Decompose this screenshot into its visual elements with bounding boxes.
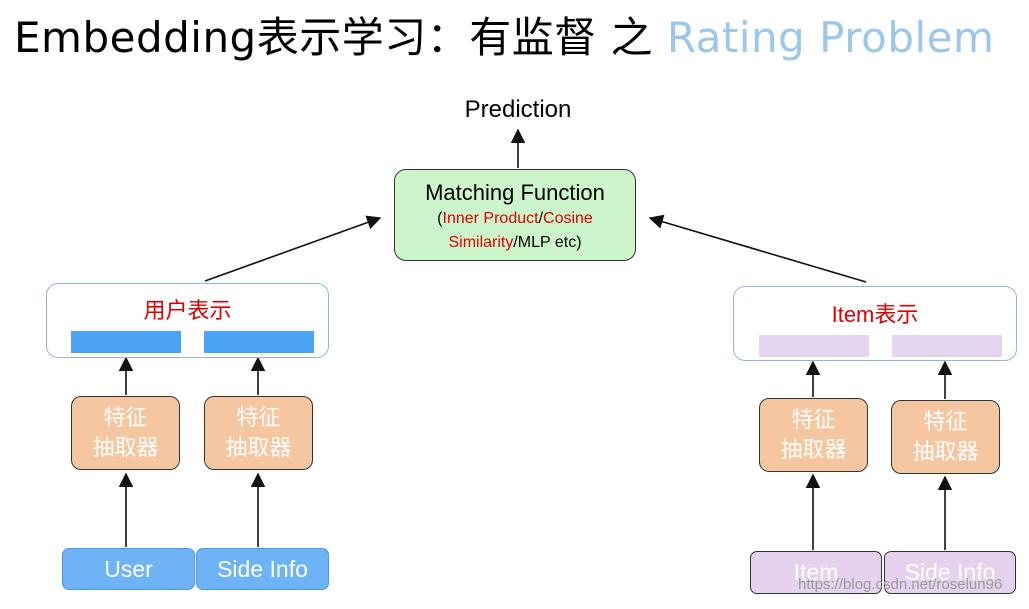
matching-similarity: Similarity [448,234,514,251]
extractor-label-line1: 特征 [103,405,148,430]
item-feature-extractor-2: 特征 抽取器 [891,400,1000,474]
matching-title: Matching Function [425,180,605,205]
matching-function-box: Matching Function (Inner Product/Cosine … [394,169,636,261]
matching-subtitle-line1: (Inner Product/Cosine [395,207,635,231]
extractor-label-line1: 特征 [791,407,836,432]
user-input-box: User [62,548,195,590]
matching-cosine: Cosine [543,210,593,227]
extractor-label-line2: 抽取器 [912,439,979,464]
matching-open-paren: ( [437,210,443,227]
user-embedding-bar-2 [204,331,314,353]
user-embedding-bar-1 [71,331,181,353]
title-main: Embedding表示学习：有监督 之 [14,13,667,62]
arrow-item-rep-to-matching [648,214,867,283]
user-representation-box: 用户表示 [46,283,329,358]
user-representation-label: 用户表示 [143,298,232,323]
prediction-label: Prediction [464,96,572,123]
matching-inner-product: Inner Product [442,210,539,227]
user-feature-extractor-1: 特征 抽取器 [71,396,180,470]
extractor-label-line2: 抽取器 [92,435,159,460]
title-accent: Rating Problem [666,13,995,62]
user-feature-extractor-2: 特征 抽取器 [204,396,313,470]
page-title: Embedding表示学习：有监督 之 Rating Problem [14,12,994,64]
item-feature-extractor-1: 特征 抽取器 [759,398,868,472]
extractor-label-line1: 特征 [923,409,968,434]
user-side-info-box: Side Info [196,548,329,590]
extractor-label-line2: 抽取器 [780,437,847,462]
item-input-box: Item [750,551,882,594]
item-representation-label: Item表示 [831,302,919,327]
watermark-text: https://blog.csdn.net/roselun96 [798,576,1003,593]
item-embedding-bar-1 [759,335,869,357]
item-representation-box: Item表示 [733,286,1017,361]
extractor-label-line2: 抽取器 [225,435,292,460]
item-embedding-bar-2 [892,335,1002,357]
item-side-info-box: Side Info [884,551,1016,594]
matching-subtitle-line2: Similarity/MLP etc) [395,231,635,255]
matching-slash: / [538,210,544,227]
extractor-label-line1: 特征 [236,405,281,430]
arrow-user-rep-to-matching [204,215,382,282]
matching-rest: /MLP etc) [513,234,582,251]
